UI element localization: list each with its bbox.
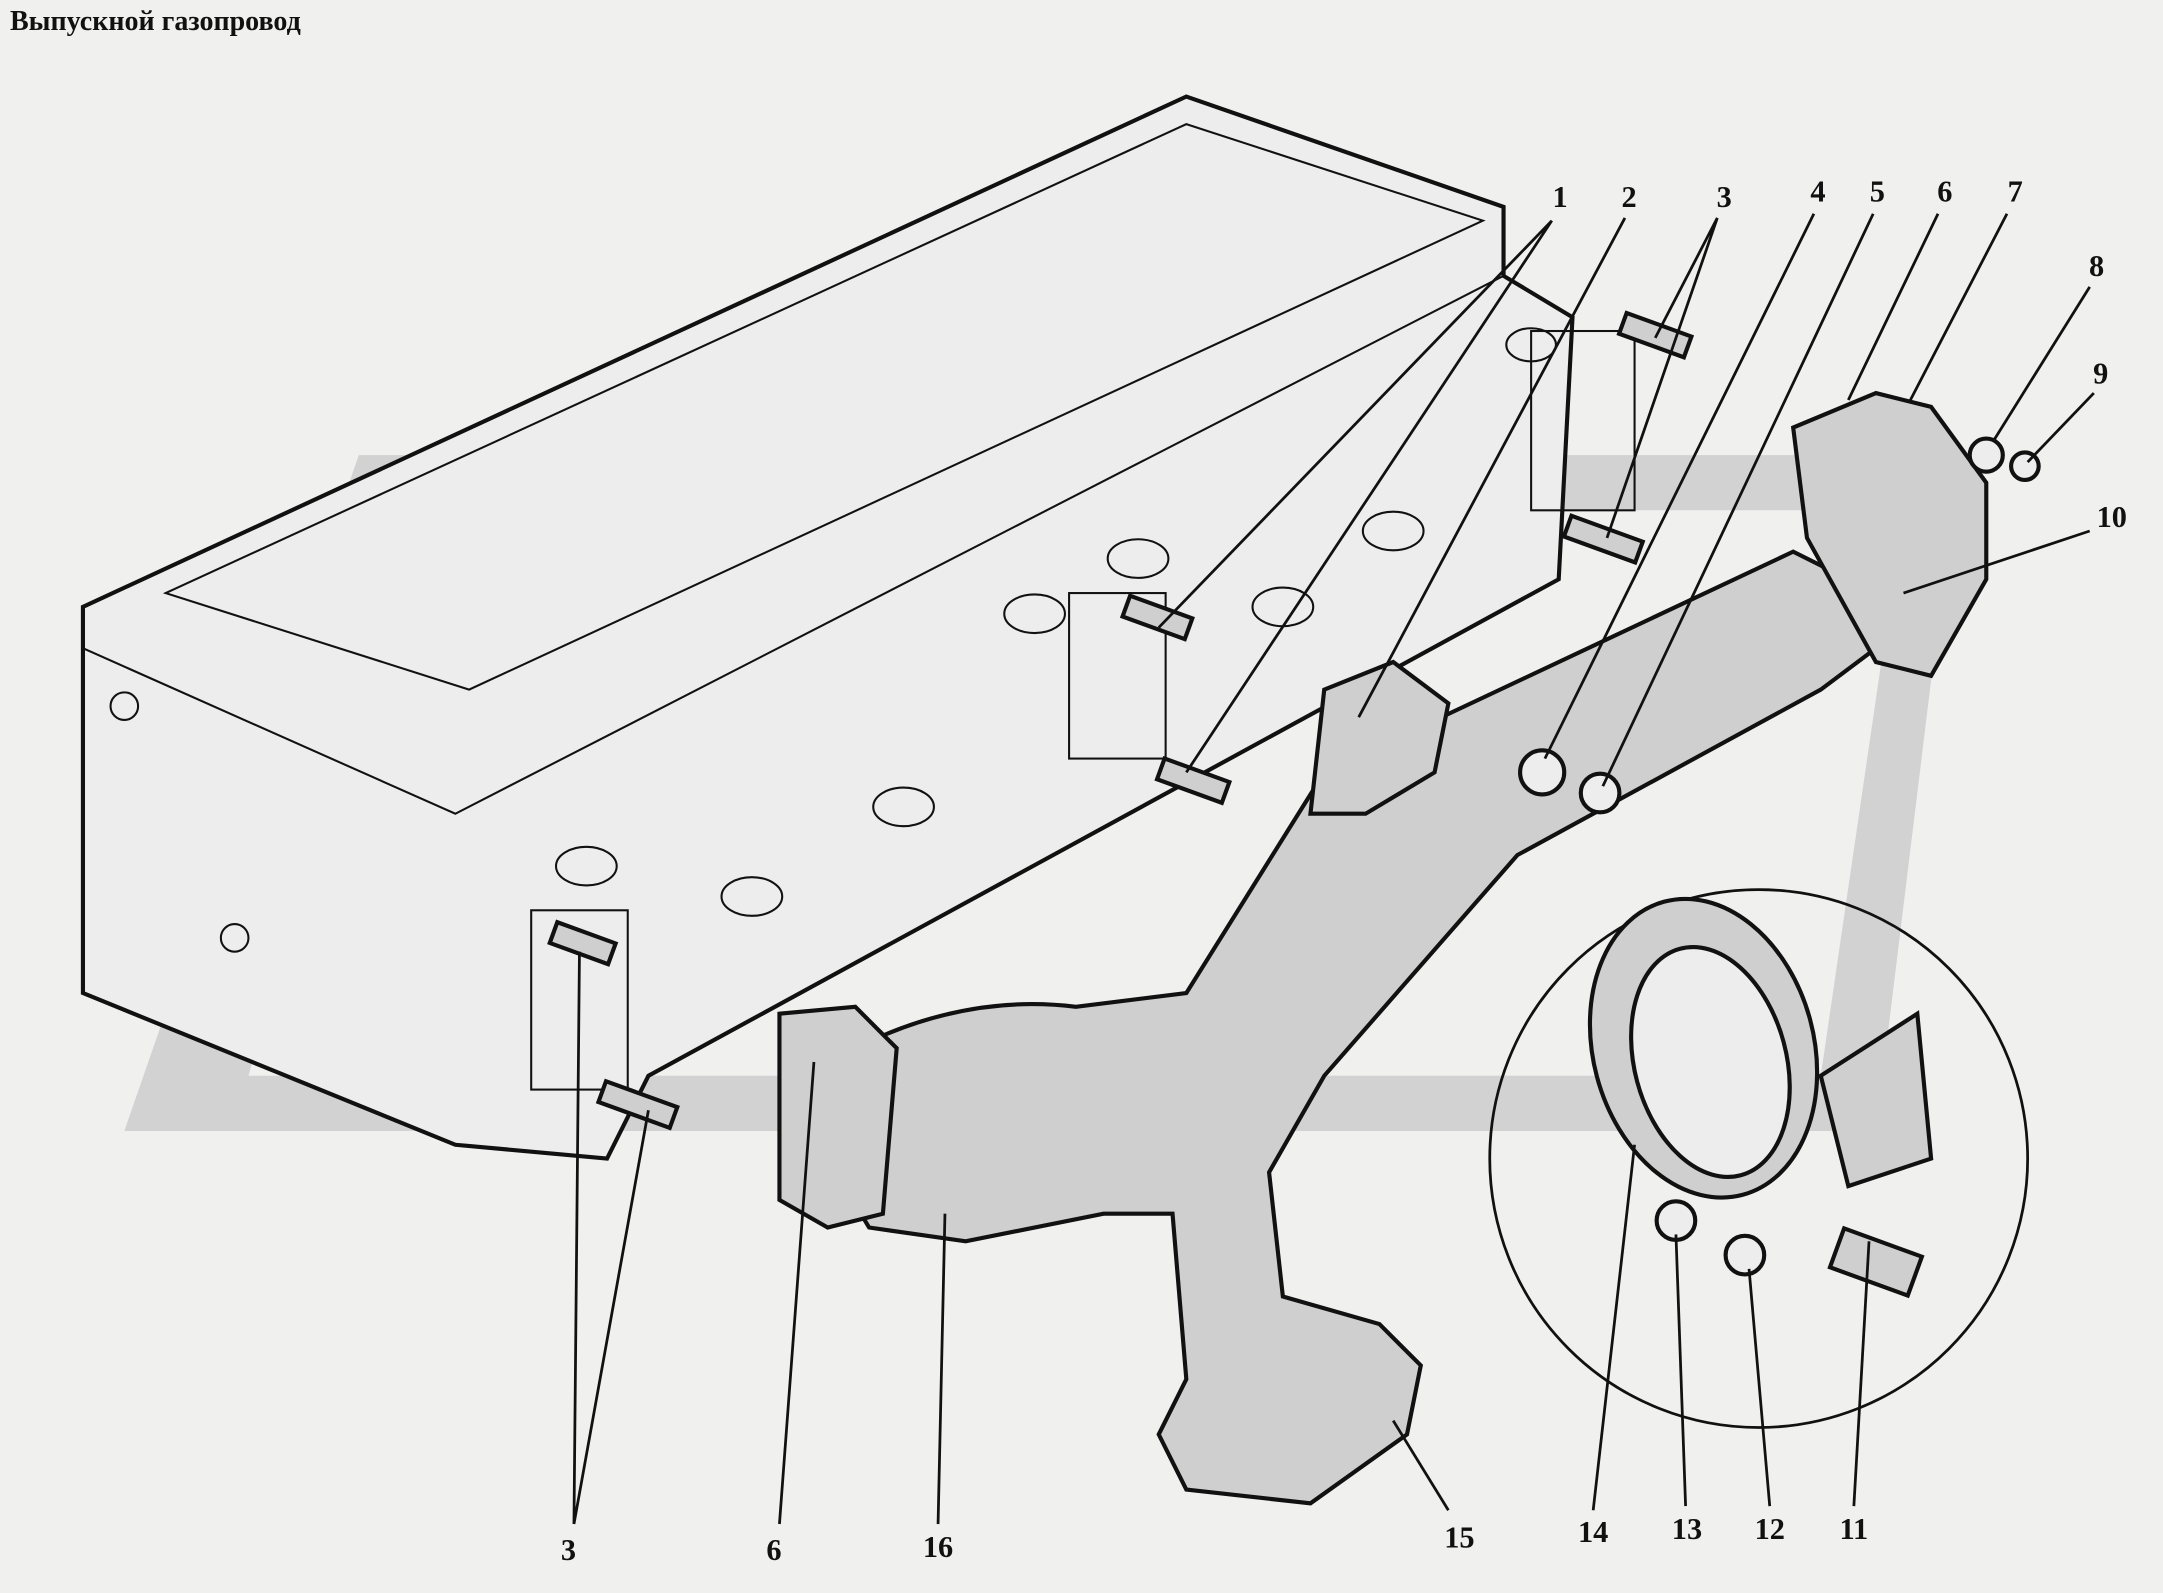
leader-lines (572, 213, 2095, 1525)
callout-label-5: 5 (1870, 174, 1885, 208)
clamp-detail-inset (1488, 888, 2030, 1429)
callout-label-6-top: 6 (1937, 174, 1952, 208)
callout-label-8: 8 (2089, 249, 2104, 283)
callout-label-10: 10 (2097, 500, 2127, 534)
callout-label-1: 1 (1553, 180, 1568, 214)
callout-label-7: 7 (2008, 174, 2023, 208)
callout-label-3-bottom: 3 (561, 1533, 576, 1567)
callout-label-15: 15 (1444, 1520, 1474, 1554)
callout-label-12: 12 (1755, 1512, 1785, 1546)
callout-label-4: 4 (1810, 174, 1825, 208)
callout-label-14: 14 (1578, 1515, 1608, 1549)
cylinder-head (80, 94, 1636, 1161)
callout-label-13: 13 (1672, 1512, 1702, 1546)
callout-labels: 1 2 3 4 5 6 7 8 9 10 3 6 16 15 14 13 12 … (561, 174, 2127, 1567)
callout-label-16: 16 (923, 1530, 953, 1564)
callout-label-3-top: 3 (1717, 180, 1732, 214)
page-title: Выпускной газопровод (10, 6, 301, 37)
callout-label-9: 9 (2093, 356, 2108, 390)
callout-label-11: 11 (1840, 1512, 1869, 1546)
callout-label-2: 2 (1621, 180, 1636, 214)
callout-label-6-bottom: 6 (766, 1533, 781, 1567)
exhaust-manifold (777, 390, 2041, 1506)
studs (547, 310, 1695, 1131)
